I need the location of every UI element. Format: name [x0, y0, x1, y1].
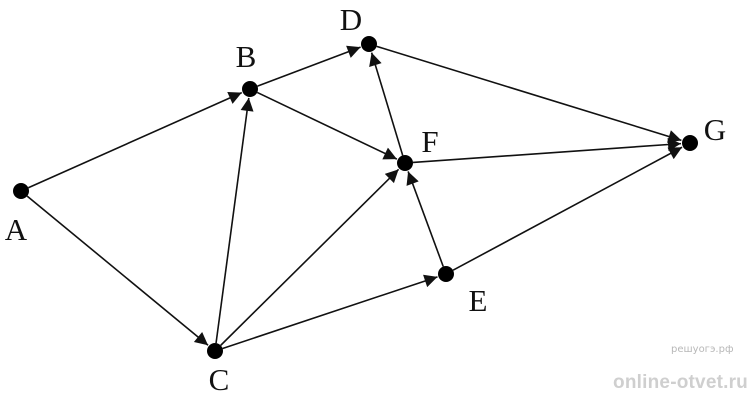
edge-e-g — [452, 146, 683, 271]
edge-a-c — [26, 195, 209, 346]
node-label-b: B — [236, 39, 257, 74]
node-label-g: G — [704, 112, 726, 147]
node-label-f: F — [421, 124, 438, 159]
edge-c-b — [215, 97, 254, 344]
node-label-d: D — [340, 2, 362, 37]
edge-b-d — [257, 45, 361, 87]
edge-e-f — [406, 171, 444, 267]
node-a — [13, 183, 29, 199]
node-label-e: E — [469, 283, 488, 318]
node-b — [242, 81, 258, 97]
nodes — [13, 36, 698, 359]
edge-b-f — [256, 91, 398, 160]
node-e — [438, 266, 454, 282]
node-label-c: C — [209, 362, 230, 397]
node-d — [361, 36, 377, 52]
watermark-online-otvet: online-otvet.ru — [613, 372, 748, 393]
node-labels: A B C D E F G — [5, 2, 726, 397]
node-label-a: A — [5, 212, 28, 247]
node-g — [682, 135, 698, 151]
edges — [26, 45, 683, 350]
edge-f-g — [412, 138, 682, 164]
watermark-reshuoge: решуогэ.рф — [671, 344, 734, 355]
edge-f-d — [369, 52, 404, 156]
edge-d-g — [376, 45, 682, 143]
edge-c-e — [222, 274, 438, 350]
edge-c-f — [220, 168, 400, 346]
node-c — [207, 343, 223, 359]
edge-a-b — [27, 91, 243, 189]
node-f — [397, 155, 413, 171]
